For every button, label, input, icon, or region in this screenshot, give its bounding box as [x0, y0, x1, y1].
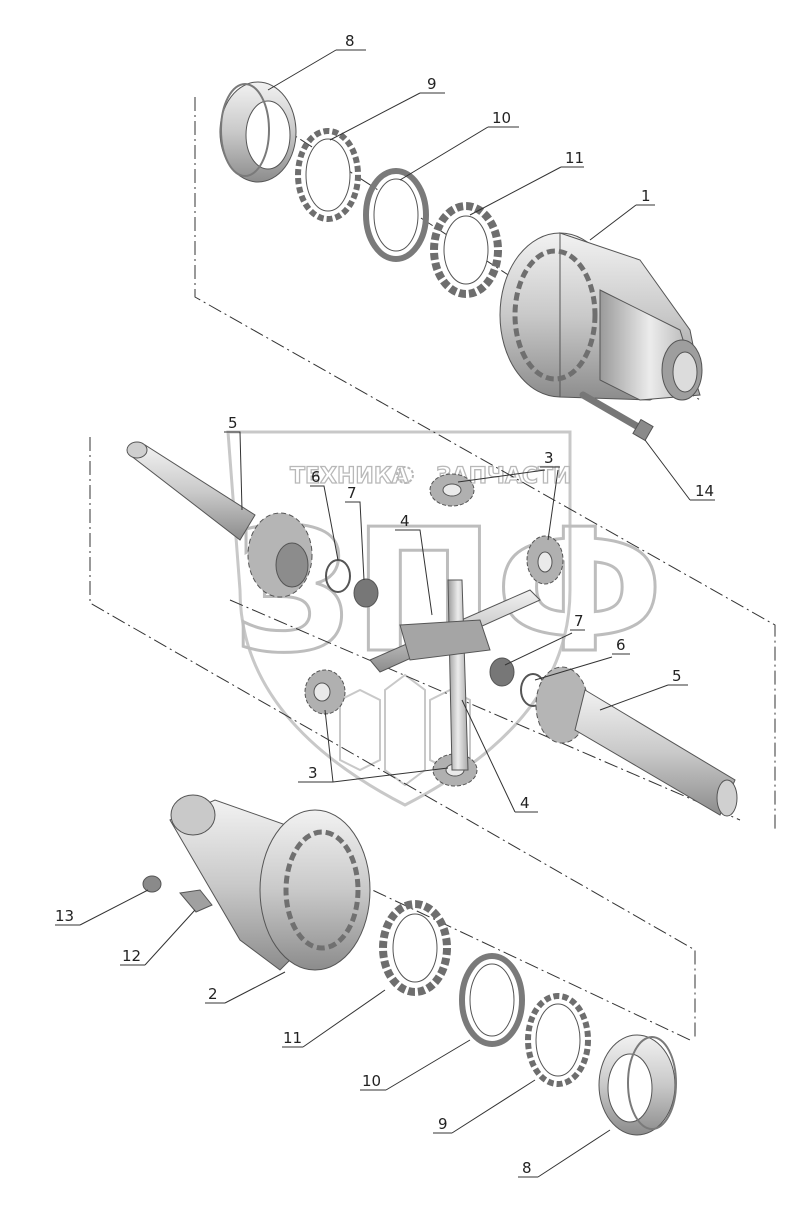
steel-disc-10-bottom [459, 953, 525, 1047]
callout-9-top: 9 [427, 75, 437, 93]
differential-case-2 [169, 794, 371, 971]
callout-6-right: 6 [616, 636, 626, 654]
watermark-shield [226, 430, 572, 807]
watermark-left-text: ТЕХНИКА [290, 464, 409, 489]
callout-11-bottom: 11 [283, 1029, 302, 1047]
differential-case-1 [499, 232, 703, 401]
callout-5-right: 5 [672, 667, 682, 685]
callout-labels: 8 9 10 11 1 14 5 6 7 4 3 7 6 5 3 4 13 12… [55, 32, 714, 1177]
bearing-cap-8-bottom [598, 1034, 677, 1136]
friction-disc-11-bottom [379, 900, 451, 996]
leader-lines [55, 49, 715, 1178]
callout-4-bottom: 4 [520, 794, 530, 812]
pinion-gear-3-left [304, 669, 346, 715]
callout-3-top: 3 [544, 449, 554, 467]
callout-14: 14 [695, 482, 714, 500]
callout-2: 2 [208, 985, 218, 1003]
callout-1: 1 [641, 187, 651, 205]
side-gear-shaft-5-left [126, 441, 313, 598]
gear-icon [396, 466, 414, 484]
callout-9-bottom: 9 [438, 1115, 448, 1133]
shim-7-right [489, 657, 515, 687]
bolt-14 [579, 391, 654, 442]
callout-3-bottom: 3 [308, 764, 318, 782]
side-gear-shaft-5-right [535, 666, 738, 817]
callout-7-left: 7 [347, 484, 357, 502]
pinion-gear-3-top [429, 473, 475, 507]
nut-13 [142, 875, 162, 893]
callout-10-top: 10 [492, 109, 511, 127]
callout-12: 12 [122, 947, 141, 965]
callout-11-top: 11 [565, 149, 584, 167]
callout-4-top: 4 [400, 512, 410, 530]
shim-7-left [353, 578, 379, 608]
friction-disc-9-top [295, 128, 361, 222]
spider-cross-4 [369, 579, 541, 771]
friction-disc-11-top [430, 202, 502, 298]
callout-8-top: 8 [345, 32, 355, 50]
friction-disc-9-bottom [525, 993, 591, 1087]
bearing-cap-8-top [219, 81, 297, 183]
callout-13: 13 [55, 907, 74, 925]
lock-plate-12 [179, 889, 213, 913]
pinion-gear-3-right [526, 535, 564, 585]
callout-6-left: 6 [311, 468, 321, 486]
callout-7-right: 7 [574, 612, 584, 630]
callout-8-bottom: 8 [522, 1159, 532, 1177]
callout-5-left: 5 [228, 414, 238, 432]
steel-disc-10-top [363, 168, 429, 262]
callout-10-bottom: 10 [362, 1072, 381, 1090]
